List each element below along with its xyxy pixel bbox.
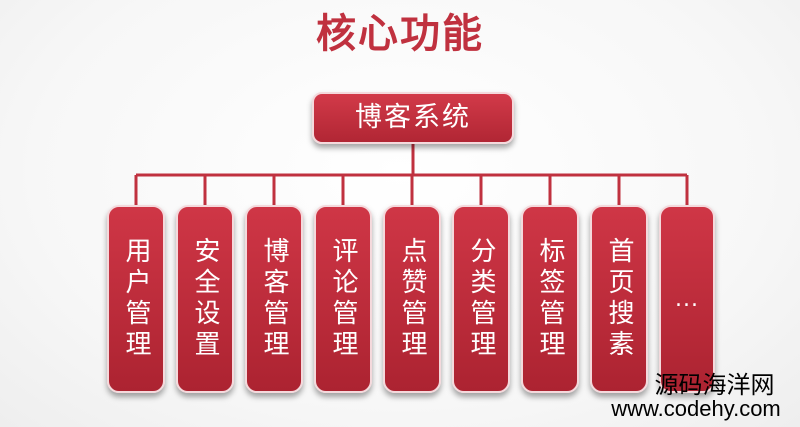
child-node-label: 标签管理: [535, 237, 565, 361]
watermark-site-name: 源码海洋网: [654, 371, 775, 399]
child-node-tag-management: 标签管理: [521, 205, 579, 393]
child-node-label: 评论管理: [328, 237, 358, 361]
child-node-blog-management: 博客管理: [245, 205, 303, 393]
watermark-site-url: www.codehy.com: [611, 396, 781, 421]
child-node-like-management: 点赞管理: [383, 205, 441, 393]
child-node-label: 博客管理: [259, 237, 289, 361]
diagram-title: 核心功能: [316, 11, 484, 57]
root-node-blog-system: 博客系统: [312, 92, 514, 144]
child-node-comment-management: 评论管理: [314, 205, 372, 393]
child-node-label: 用户管理: [121, 237, 151, 361]
child-node-category-management: 分类管理: [452, 205, 510, 393]
child-node-label: 分类管理: [466, 237, 496, 361]
child-node-security-settings: 安全设置: [176, 205, 234, 393]
child-node-label: 点赞管理: [397, 237, 427, 361]
child-node-label: 安全设置: [190, 237, 220, 361]
child-node-more: ...: [659, 205, 715, 393]
child-node-more-label: ...: [675, 286, 699, 312]
child-node-label: 首页搜素: [604, 237, 634, 361]
child-node-homepage-search: 首页搜素: [590, 205, 648, 393]
child-node-user-management: 用户管理: [107, 205, 165, 393]
